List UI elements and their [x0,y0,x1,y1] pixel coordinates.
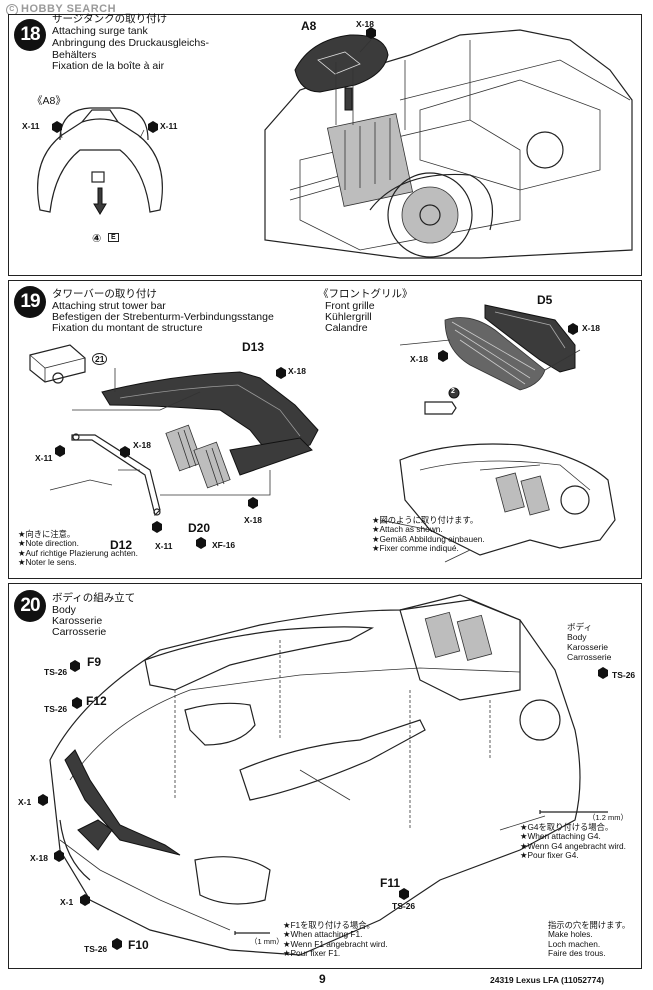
step-18-title-fr: Fixation de la boîte à air [52,60,165,72]
ts26-f10-label: TS-26 [84,944,108,954]
ref-e-icon: E [108,233,119,242]
drill-12mm-label: （1.2 mm） [588,813,629,822]
ref-2-label: 2 [451,388,455,395]
a8-detail-label: 《A8》 [32,95,66,107]
step-20-number: 20 [14,590,46,622]
step-18-title-jp: サージタンクの取り付け [52,13,168,25]
step-20-title-en: Body [52,604,76,616]
step-18-number: 18 [14,19,46,51]
d20-label: D20 [188,521,211,535]
f10-label: F10 [128,938,149,952]
product-code: 24319 Lexus LFA (11052774) [490,975,605,985]
note-make-holes: 指示の穴を開けます。 Make holes. Loch machen. Fair… [548,920,631,959]
d12-label: D12 [110,538,133,552]
f12-label: F12 [86,694,107,708]
x11-label-a: X-11 [35,453,53,463]
step-18-title-de: Anbringung des Druckausgleichs- Behälter… [52,37,210,61]
ts26-f12-label: TS-26 [44,704,68,714]
page-number: 9 [319,972,326,986]
step-20-title-jp: ボディの組み立て [52,592,136,604]
f11-label: F11 [380,876,401,890]
x18-label: X-18 [356,19,374,29]
x11-right-label: X-11 [160,121,178,131]
ts26-f9-label: TS-26 [44,667,68,677]
step-20-panel [8,583,642,969]
step-19-title-jp: タワーバーの取り付け [52,288,157,300]
x11-left-label: X-11 [22,121,40,131]
x18-label-a: X-18 [288,366,306,376]
ts26-f11-label: TS-26 [392,901,416,911]
d5-label: D5 [537,293,553,307]
x11-label-b: X-11 [155,541,173,551]
x18-label-c: X-18 [244,515,262,525]
x1-label-b: X-1 [60,897,74,907]
ts26-body-label: TS-26 [612,670,636,680]
x18-label-b: X-18 [133,440,151,450]
x18-grille-label-2: X-18 [410,354,428,364]
step-19-title-en: Attaching strut tower bar [52,300,166,312]
step-18-title-en: Attaching surge tank [52,25,148,37]
grille-title-jp: 《フロントグリル》 [318,288,413,300]
x18-grille-label-1: X-18 [582,323,600,333]
note-f1: ★F1を取り付ける場合。 ★When attaching F1. ★Wenn F… [283,920,388,959]
grille-title-en: Front grille [325,300,375,312]
step-20-title-de: Karosserie [52,615,103,627]
f9-label: F9 [87,655,102,669]
note-direction: ★向きに注意。 ★Note direction. ★Auf richtige P… [18,529,138,568]
grille-title-fr: Calandre [325,322,368,334]
body-label: ボディ Body Karosserie Carrosserie [567,622,612,662]
a8-label: A8 [301,19,317,33]
note-attach-as-shown: ★図のように取り付けます。 ★Attach as shown. ★Gemäß A… [372,515,485,554]
step-19-title-fr: Fixation du montant de structure [52,322,203,334]
x18-body-label: X-18 [30,853,48,863]
step-19-title-de: Befestigen der Strebenturm-Verbindungsst… [52,311,274,323]
step-19-number: 19 [14,286,46,318]
note-g4: ★G4を取り付ける場合。 ★When attaching G4. ★Wenn G… [520,822,626,861]
xf16-label: XF-16 [212,540,236,550]
d13-label: D13 [242,340,265,354]
ref-21-label: 21 [92,353,108,365]
step-20-title-fr: Carrosserie [52,626,107,638]
grille-title-de: Kühlergrill [325,311,372,323]
drill-1mm-label: （1 mm） [250,937,284,946]
x1-label-a: X-1 [18,797,32,807]
ref-4-label: ④ [92,233,102,245]
